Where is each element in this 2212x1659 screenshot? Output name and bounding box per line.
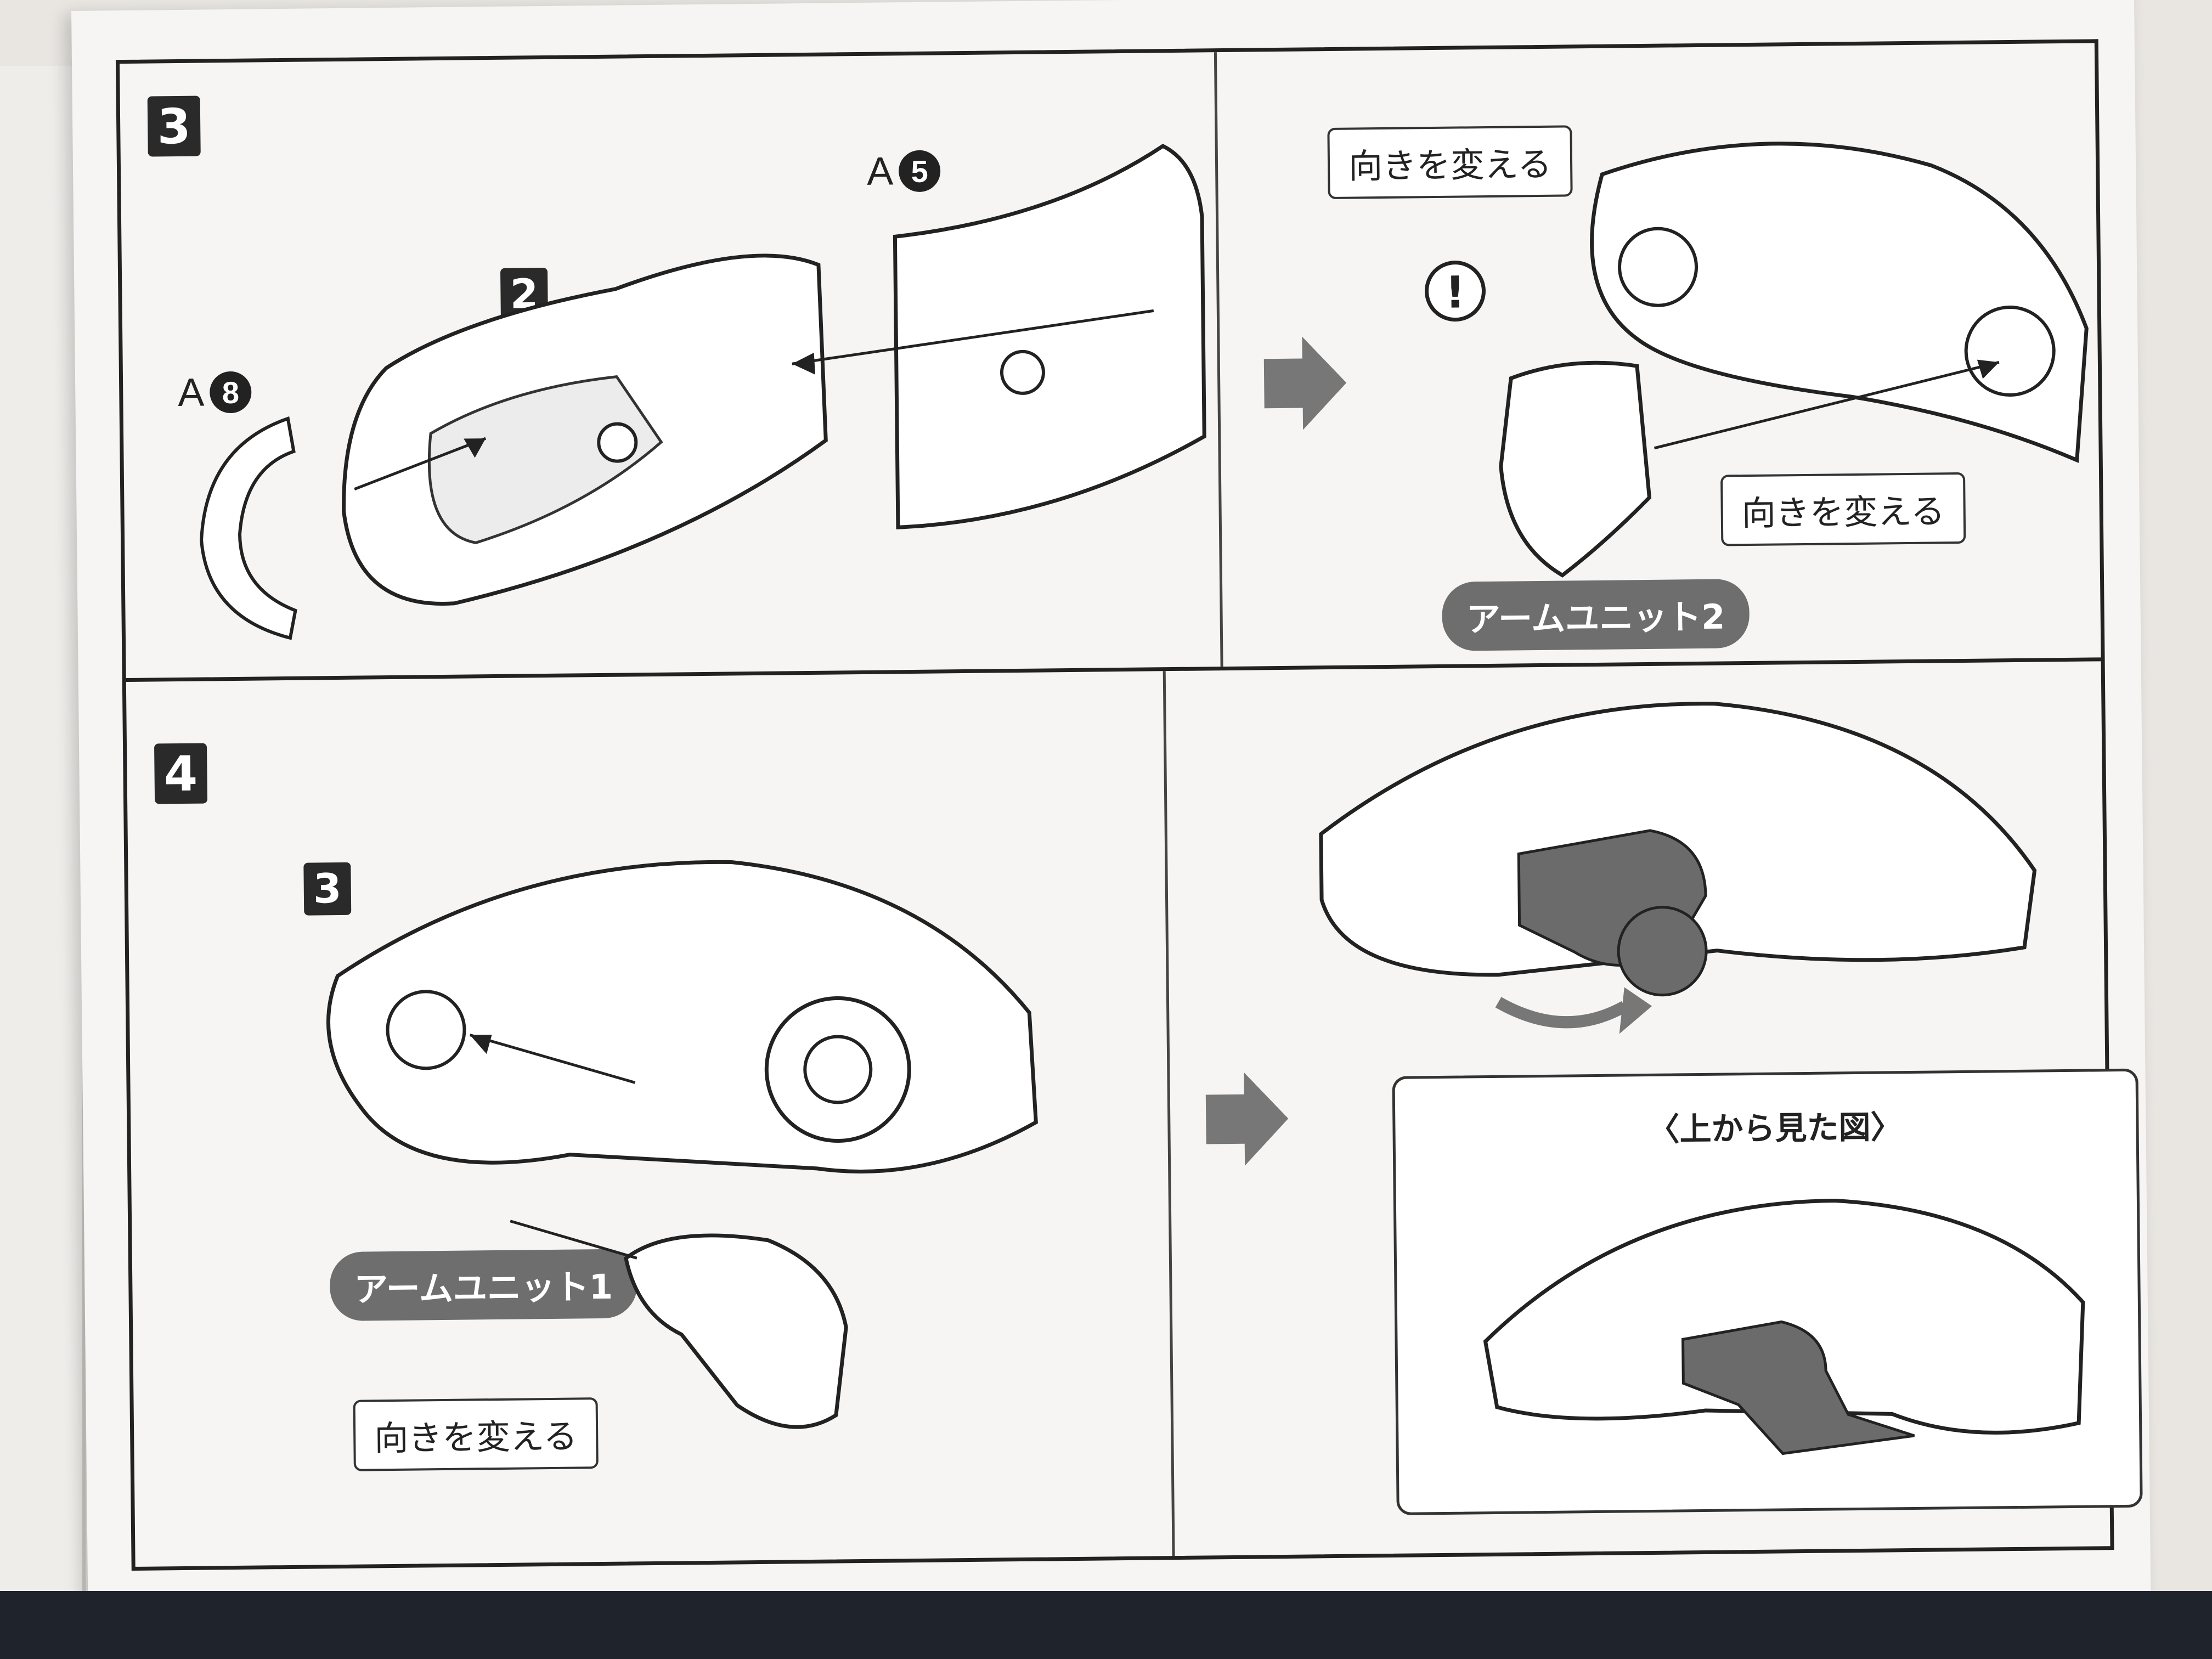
instruction-page: 3 2 A 5 A 8: [71, 0, 2152, 1659]
step3-assembly-drawing: [200, 144, 1206, 640]
assembly-arrow: [792, 309, 1154, 365]
joint-socket: [386, 990, 466, 1070]
assembly-arrowhead: [792, 352, 816, 375]
facing-page-edge: [0, 66, 86, 1659]
flow-arrow-icon: [1263, 336, 1347, 430]
arm-unit-2-drawing: [1499, 360, 1652, 578]
flow-arrow-icon: [1205, 1072, 1289, 1166]
arm-unit-1-drawing: [623, 1233, 848, 1429]
arm-unit-highlight: [1617, 906, 1708, 997]
body-top-view-drawing: [1483, 1198, 2085, 1435]
caution-icon: [1424, 261, 1486, 322]
top-view-inset: 〈上から見た図〉: [1392, 1068, 2143, 1515]
panel-frame: 3 2 A 5 A 8: [115, 39, 2143, 1571]
wheel-hub: [803, 1035, 873, 1104]
joint-socket: [597, 422, 638, 463]
assembly-arrowhead: [470, 1035, 492, 1054]
rotate-arrow-icon: [1619, 987, 1652, 1034]
table-surface: [0, 1591, 2212, 1659]
top-view-drawing: [1483, 1198, 2085, 1455]
assembly-arrowhead: [1977, 359, 1999, 379]
joint-socket: [1618, 227, 1699, 307]
rotate-arrow-icon: [1495, 997, 1628, 1029]
assembly-arrow: [354, 437, 487, 490]
step4-assembly-drawing: [326, 860, 1038, 1429]
body-assembly-drawing: [1590, 142, 2089, 463]
arm-unit-highlight: [1681, 1320, 1915, 1455]
assembly-arrow: [469, 1034, 636, 1084]
assembly-arrow: [1654, 360, 2000, 450]
assembly-arrowhead: [464, 438, 486, 458]
joint-socket: [1964, 306, 2056, 397]
step3-result-drawing: !: [1424, 142, 2089, 578]
svg-text:!: !: [1445, 267, 1465, 318]
assembly-leader: [510, 1220, 637, 1260]
part-a5-drawing: [893, 144, 1206, 529]
body-part-2-detail: [427, 375, 663, 544]
part-a5-hole: [1000, 349, 1045, 395]
part-a8-drawing: [200, 416, 297, 640]
step4-result-drawing: [1319, 702, 2037, 1034]
